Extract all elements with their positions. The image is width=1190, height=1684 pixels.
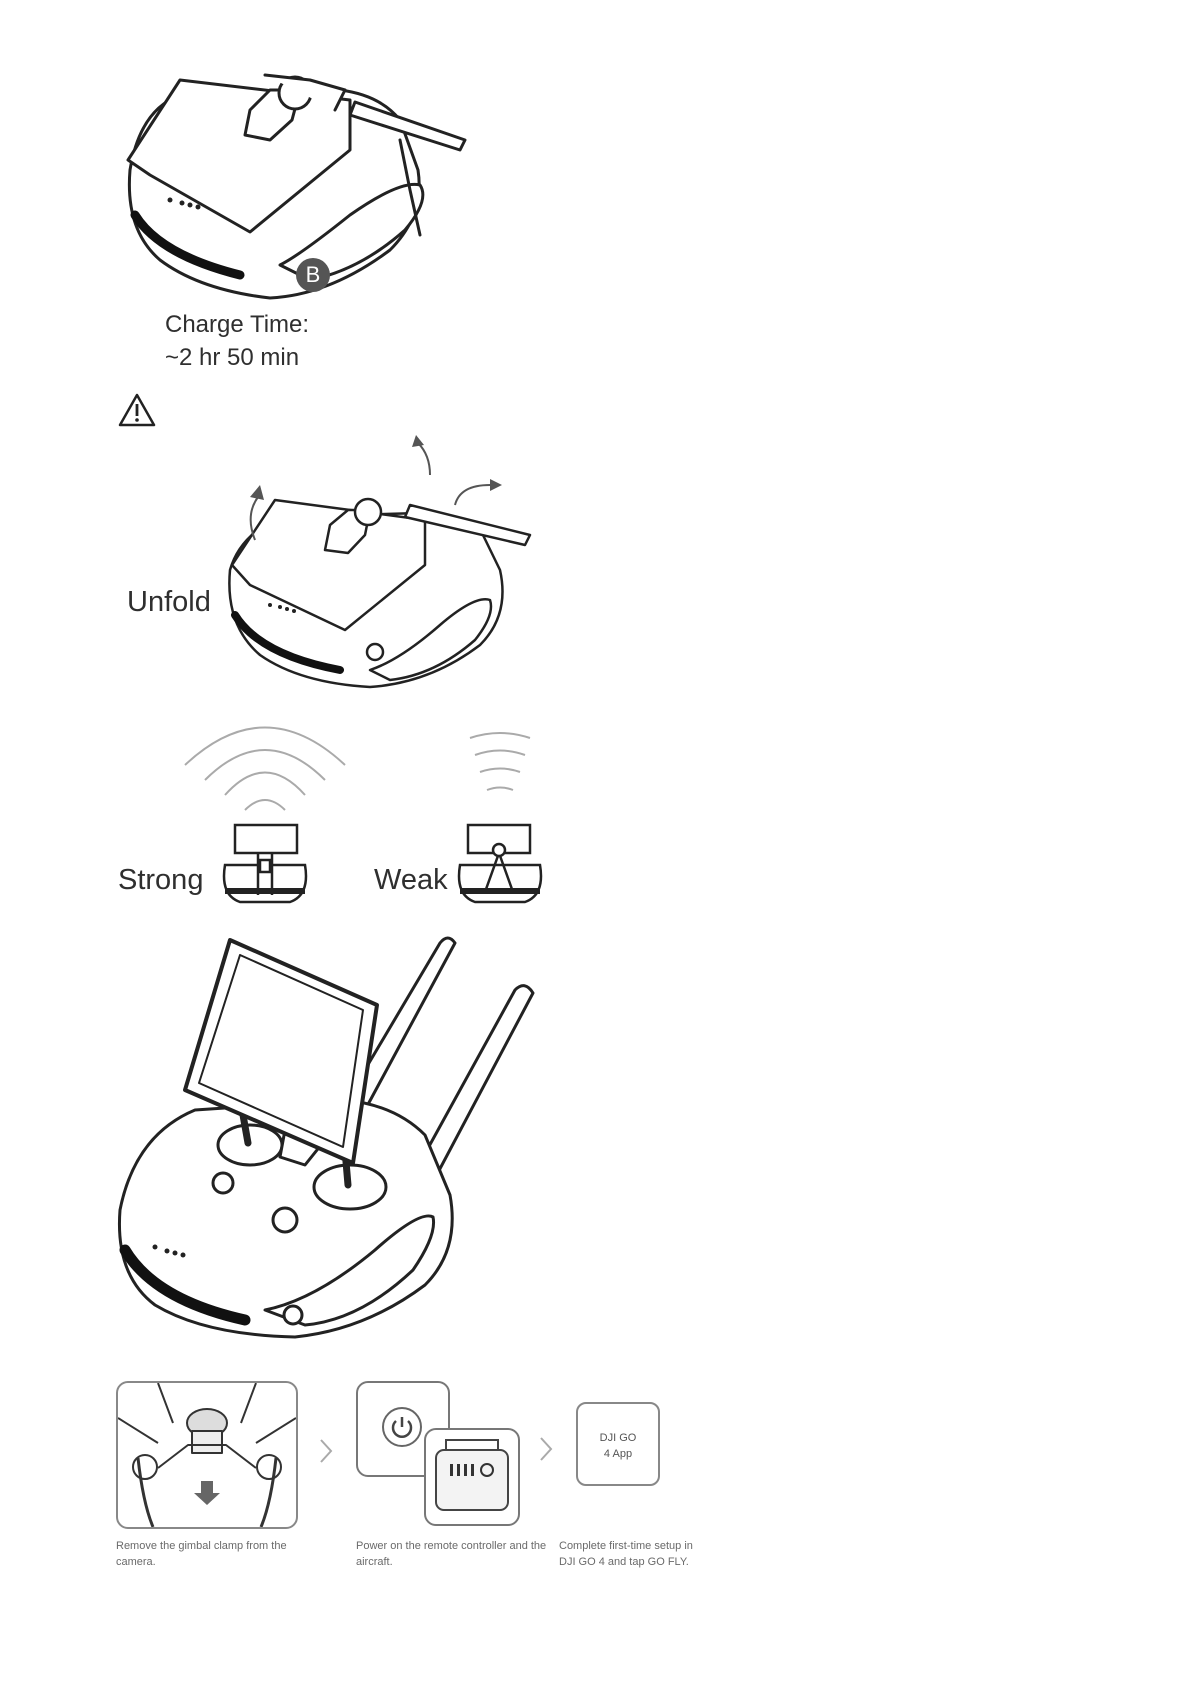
port-b-badge: B <box>296 258 330 292</box>
step-1-caption: Remove the gimbal clamp from the camera. <box>116 1538 306 1570</box>
controller-with-display-drawing <box>115 925 555 1345</box>
strong-signal-drawing <box>180 710 360 910</box>
step-1-panel <box>116 1381 298 1529</box>
step-3-caption: Complete first-time setup in DJI GO 4 an… <box>559 1538 699 1570</box>
charge-time-label: Charge Time: <box>165 308 309 341</box>
charge-time-text: Charge Time: ~2 hr 50 min <box>165 308 309 374</box>
step-2-aircraft-panel <box>424 1428 520 1526</box>
step-2-caption: Power on the remote controller and the a… <box>356 1538 556 1570</box>
remote-controller-folded-drawing <box>0 0 520 300</box>
charge-time-value: ~2 hr 50 min <box>165 341 309 374</box>
step-3-app-panel: DJI GO 4 App <box>576 1402 660 1486</box>
app-icon-label: DJI GO 4 App <box>578 1430 658 1462</box>
weak-signal-label: Weak <box>374 864 448 897</box>
gimbal-clamp-drawing <box>118 1383 296 1527</box>
power-icon <box>380 1405 424 1449</box>
strong-signal-label: Strong <box>118 864 203 897</box>
app-label-line2: 4 App <box>578 1446 658 1462</box>
aircraft-battery-drawing <box>426 1430 518 1524</box>
unfold-controller-drawing <box>220 455 540 695</box>
chevron-right-icon <box>538 1436 554 1462</box>
app-label-line1: DJI GO <box>578 1430 658 1446</box>
unfold-label: Unfold <box>127 586 211 619</box>
charging-illustration: B <box>0 0 520 300</box>
warning-triangle-icon <box>117 392 157 428</box>
weak-signal-drawing <box>455 710 585 910</box>
chevron-right-icon <box>318 1438 334 1464</box>
